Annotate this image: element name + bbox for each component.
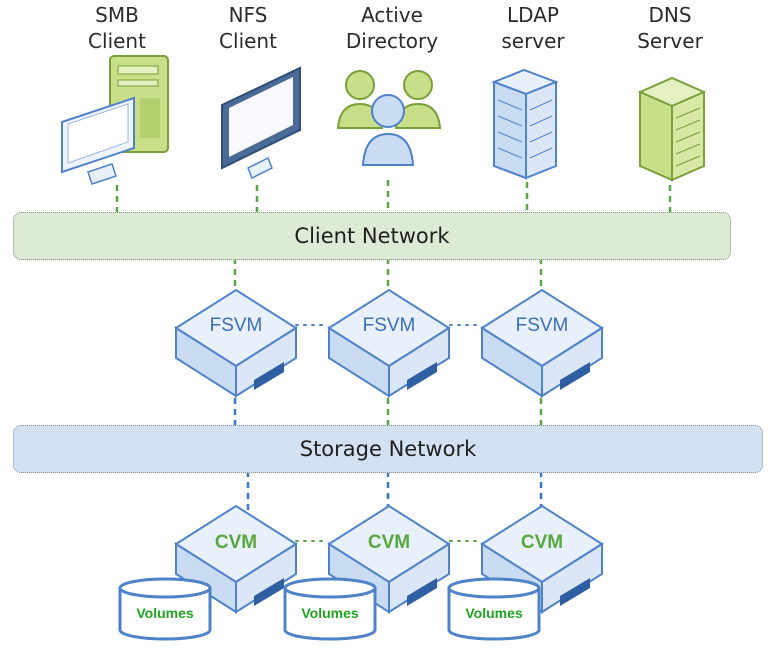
cvm-node (327, 504, 451, 614)
client-network-label: Client Network (294, 224, 450, 248)
desktop-tower-icon (61, 55, 169, 185)
cvm-label: CVM (368, 532, 410, 553)
fsvm-node (480, 288, 604, 398)
client-links (115, 180, 672, 425)
storage-network-band: Storage Network (13, 425, 763, 473)
volume-label: Volumes (301, 605, 359, 621)
client-network-band: Client Network (13, 212, 731, 260)
fsvm-label: FSVM (516, 315, 569, 336)
server-rack-icon (637, 76, 707, 182)
server-building-icon (491, 68, 559, 180)
users-icon (336, 70, 442, 166)
volume-label: Volumes (465, 605, 523, 621)
cvm-node (174, 504, 298, 614)
fsvm-node (174, 288, 298, 398)
volume-cylinder (447, 577, 541, 641)
volume-label: Volumes (136, 605, 194, 621)
cvm-label: CVM (521, 532, 563, 553)
fsvm-label: FSVM (210, 315, 263, 336)
storage-network-label: Storage Network (299, 437, 477, 461)
volume-cylinder (118, 577, 212, 641)
storage-links (233, 398, 543, 510)
volume-cylinder (283, 577, 377, 641)
cvm-label: CVM (215, 532, 257, 553)
fsvm-node (327, 288, 451, 398)
monitor-icon (221, 66, 301, 180)
fsvm-label: FSVM (363, 315, 416, 336)
